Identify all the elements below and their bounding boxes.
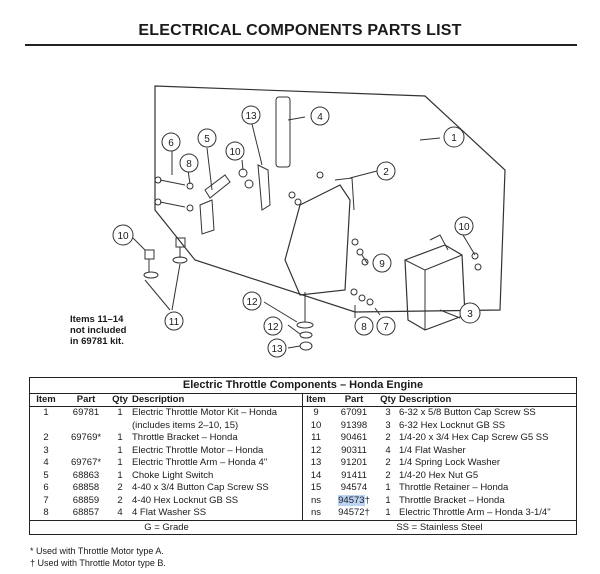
selected-part-number[interactable]: 94573 bbox=[338, 494, 365, 506]
callout-9: 9 bbox=[379, 259, 385, 270]
throttle-retainer-part bbox=[275, 96, 291, 168]
callout-11: 10 bbox=[117, 231, 129, 242]
hardware-screws bbox=[154, 168, 482, 306]
callout-12: 12 bbox=[246, 297, 258, 308]
footnote-type-a: * Used with Throttle Motor type A. bbox=[30, 546, 164, 556]
table-row-continuation: (includes items 2–10, 15) bbox=[132, 419, 239, 431]
callout-8: 8 bbox=[186, 159, 192, 170]
callout-7: 7 bbox=[383, 322, 389, 333]
stainless-legend: SS = Stainless Steel bbox=[396, 521, 483, 533]
callout-2: 2 bbox=[383, 167, 389, 178]
callout-1: 1 bbox=[451, 133, 457, 144]
kit-outline bbox=[154, 85, 506, 313]
table-title: Electric Throttle Components – Honda Eng… bbox=[30, 378, 576, 394]
exploded-parts-diagram: 6 5 8 10 13 4 1 2 9 10 3 10 11 12 12 13 … bbox=[112, 85, 506, 358]
grade-legend: G = Grade bbox=[144, 521, 189, 533]
parts-table: Electric Throttle Components – Honda Eng… bbox=[29, 377, 577, 535]
callout-5: 5 bbox=[204, 134, 210, 145]
page-title: ELECTRICAL COMPONENTS PARTS LIST bbox=[138, 22, 462, 39]
callout-10-right: 10 bbox=[458, 222, 470, 233]
callout-10: 10 bbox=[229, 147, 241, 158]
throttle-arm-part bbox=[257, 164, 271, 211]
callout-6: 6 bbox=[168, 138, 174, 149]
callout-3: 3 bbox=[467, 309, 473, 320]
callout-12-left: 11 bbox=[169, 317, 180, 328]
choke-switch-part bbox=[204, 174, 231, 199]
footnote-type-b: † Used with Throttle Motor type B. bbox=[30, 558, 166, 568]
throttle-bracket-part bbox=[284, 184, 351, 296]
table-header: Item Part Qty Description bbox=[303, 394, 576, 407]
footnotes: * Used with Throttle Motor type A. † Use… bbox=[30, 545, 166, 569]
kit-note: Items 11–14 not included in 69781 kit. bbox=[70, 314, 127, 347]
table-footer: G = Grade SS = Stainless Steel bbox=[30, 519, 576, 534]
callout-15: 13 bbox=[245, 111, 257, 122]
callout-8-right: 8 bbox=[361, 322, 367, 333]
callout-4: 4 bbox=[317, 112, 323, 123]
title-divider bbox=[25, 44, 577, 46]
table-header: Item Part Qty Description bbox=[30, 394, 302, 407]
callout-14: 13 bbox=[271, 344, 283, 355]
callout-13: 12 bbox=[267, 322, 279, 333]
